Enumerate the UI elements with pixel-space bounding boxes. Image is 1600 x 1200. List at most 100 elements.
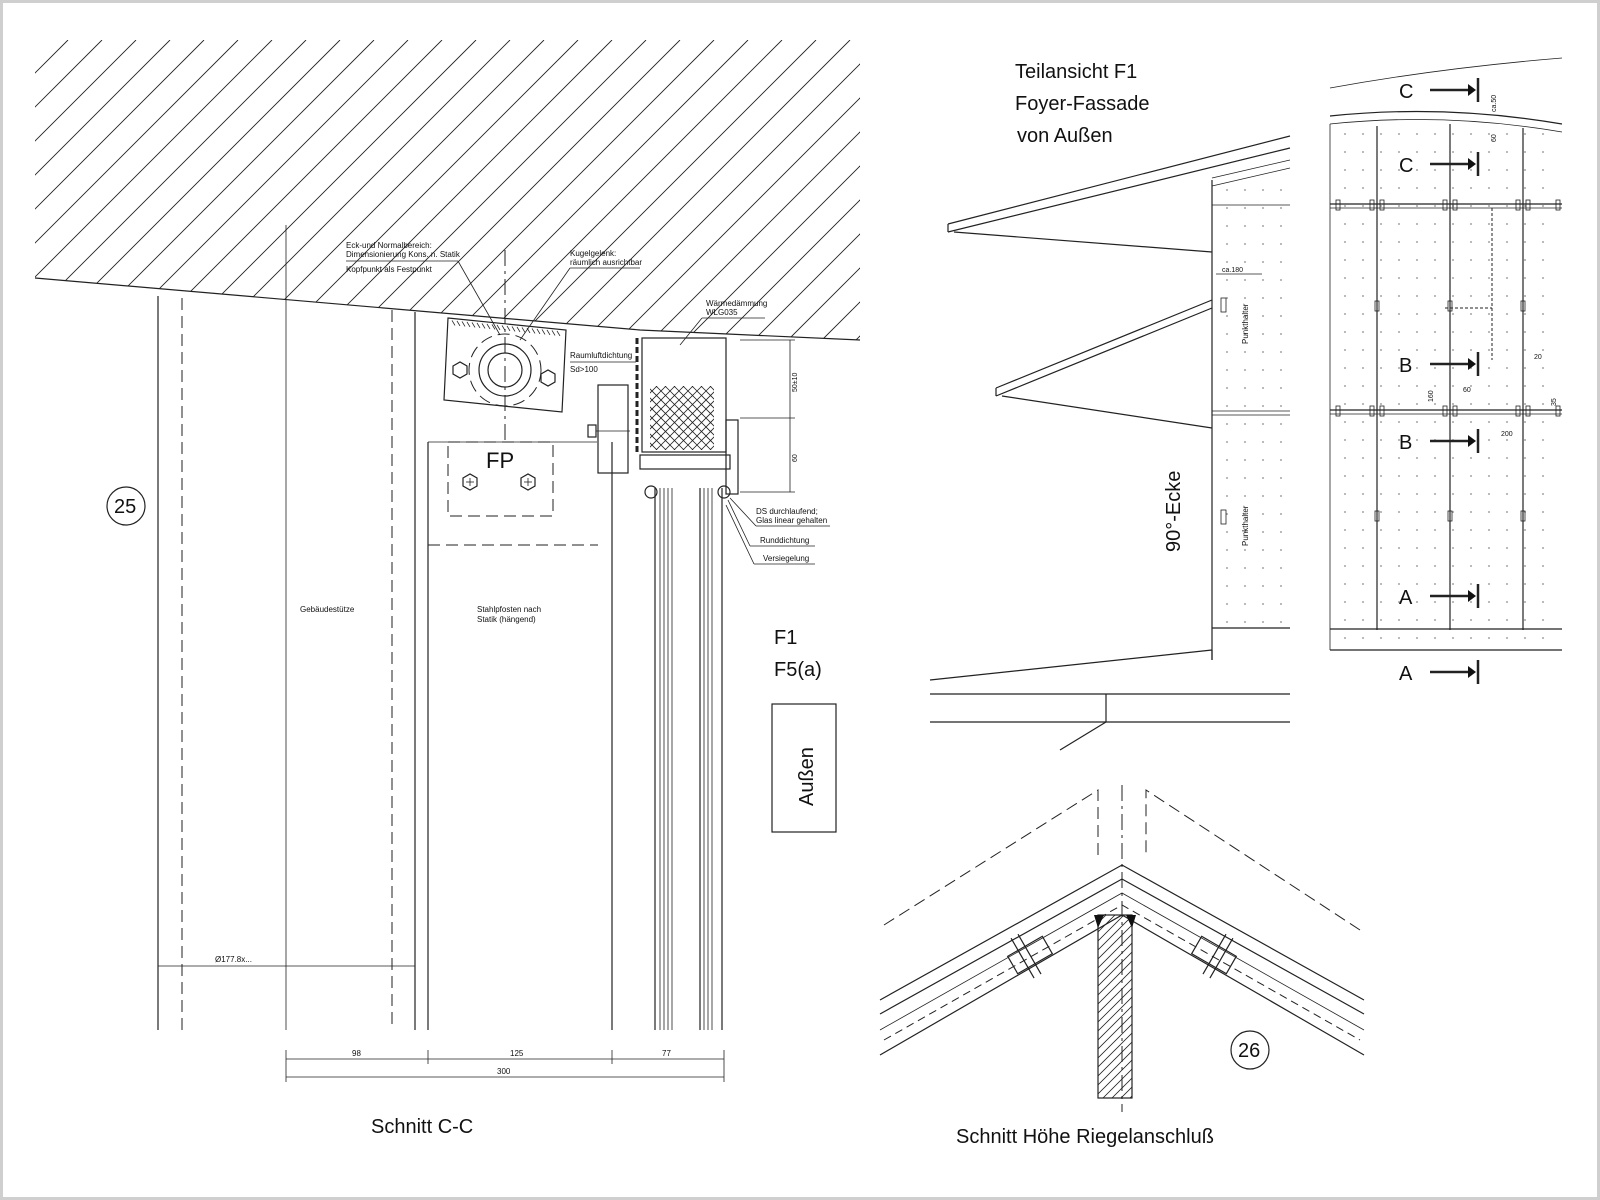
frit-dot — [1344, 547, 1346, 549]
frit-dot — [1506, 439, 1508, 441]
frit-dot — [1344, 133, 1346, 135]
post-hatch-stroke — [1098, 978, 1132, 1014]
frit-dot — [1280, 315, 1282, 317]
clip-icon — [1374, 510, 1380, 522]
frit-dot — [1488, 151, 1490, 153]
frit-dot — [1244, 423, 1246, 425]
frit-dot — [1244, 531, 1246, 533]
hatch-stroke — [515, 40, 817, 340]
frit-dot — [1344, 601, 1346, 603]
dim-20: 20 — [1534, 354, 1542, 361]
frit-dot — [1398, 565, 1400, 567]
insulation-stroke — [557, 386, 621, 450]
insulation-stroke — [530, 386, 594, 450]
frit-dot — [1488, 511, 1490, 513]
frit-dot — [1362, 547, 1364, 549]
post-hatch-stroke — [1098, 996, 1132, 1032]
frit-dot — [1506, 601, 1508, 603]
frit-dot — [1226, 297, 1228, 299]
point-holder-label-1: Punkthalter — [1241, 303, 1250, 344]
frit-dot — [1362, 529, 1364, 531]
frit-dot — [1398, 403, 1400, 405]
frit-dot — [1262, 279, 1264, 281]
frit-dot — [1380, 241, 1382, 243]
frit-dot — [1344, 565, 1346, 567]
frit-dot — [1470, 619, 1472, 621]
frit-dot — [1488, 277, 1490, 279]
frit-dot — [1398, 637, 1400, 639]
facade-profile — [597, 384, 629, 474]
frit-dot — [1434, 241, 1436, 243]
frit-dot — [1542, 493, 1544, 495]
frit-dot — [1452, 385, 1454, 387]
frit-dot — [1434, 277, 1436, 279]
frit-dot — [1452, 367, 1454, 369]
frit-dot — [1344, 637, 1346, 639]
frit-dot — [1262, 585, 1264, 587]
frit-dot — [1280, 243, 1282, 245]
hatch-stroke — [583, 40, 860, 340]
frit-dot — [1380, 619, 1382, 621]
frit-dot — [1542, 637, 1544, 639]
frit-dot — [1542, 259, 1544, 261]
dim-v1: 50±10 — [792, 372, 799, 392]
hatch-stroke — [855, 40, 860, 340]
frit-dot — [1434, 457, 1436, 459]
insulation-label: Wärmedämmung — [706, 299, 767, 308]
frit-dot — [1506, 475, 1508, 477]
frit-dot — [1262, 495, 1264, 497]
frit-dot — [1470, 151, 1472, 153]
insulation-stroke — [650, 386, 712, 448]
view-title-line-3: von Außen — [1017, 125, 1113, 147]
frit-dot — [1506, 385, 1508, 387]
hatch-stroke — [35, 40, 69, 340]
frit-dot — [1416, 637, 1418, 639]
hatch-stroke — [141, 40, 443, 340]
point-holder-icon — [1220, 509, 1227, 525]
hatch-stroke — [35, 40, 205, 340]
ceiling-underside-line — [34, 277, 861, 341]
frit-dot — [1506, 583, 1508, 585]
frit-dot — [1344, 241, 1346, 243]
frit-dot — [1398, 277, 1400, 279]
frit-dot — [1416, 421, 1418, 423]
frit-dot — [1380, 565, 1382, 567]
frit-dot — [1452, 601, 1454, 603]
section-marker-b-top: B — [1399, 352, 1480, 377]
frit-dot — [1398, 367, 1400, 369]
frit-dot — [1416, 349, 1418, 351]
frit-dot — [1362, 223, 1364, 225]
frit-dot — [1344, 421, 1346, 423]
diameter-label: Ø177.8x... — [215, 955, 252, 964]
frit-dot — [1244, 549, 1246, 551]
frit-dot — [1416, 601, 1418, 603]
frit-dot — [1452, 223, 1454, 225]
serration-stroke — [461, 321, 466, 327]
frit-dot — [1542, 313, 1544, 315]
frit-dot — [1262, 459, 1264, 461]
frit-dot — [1244, 441, 1246, 443]
serration-stroke — [466, 321, 471, 328]
frit-dot — [1280, 189, 1282, 191]
ca180-label: ca.180 — [1222, 267, 1243, 274]
frit-dot — [1344, 205, 1346, 207]
frit-dot — [1488, 439, 1490, 441]
insulation-stroke — [650, 386, 685, 421]
frit-dot — [1488, 619, 1490, 621]
hatch-stroke — [447, 40, 749, 340]
frit-dot — [1452, 583, 1454, 585]
insulation-stroke — [650, 424, 676, 450]
insulation-stroke — [530, 386, 594, 450]
serration-stroke — [546, 329, 551, 336]
frit-dot — [1452, 277, 1454, 279]
frit-dot — [1362, 385, 1364, 387]
clip-icon — [1555, 405, 1561, 417]
frit-dot — [1362, 457, 1364, 459]
frit-dot — [1416, 565, 1418, 567]
dim-200: 200 — [1501, 431, 1513, 438]
frit-dot — [1262, 513, 1264, 515]
hatch-stroke — [277, 40, 579, 340]
serration-stroke — [531, 328, 536, 334]
frit-dot — [1398, 385, 1400, 387]
glass-linear-label: Glas linear gehalten — [756, 516, 827, 525]
